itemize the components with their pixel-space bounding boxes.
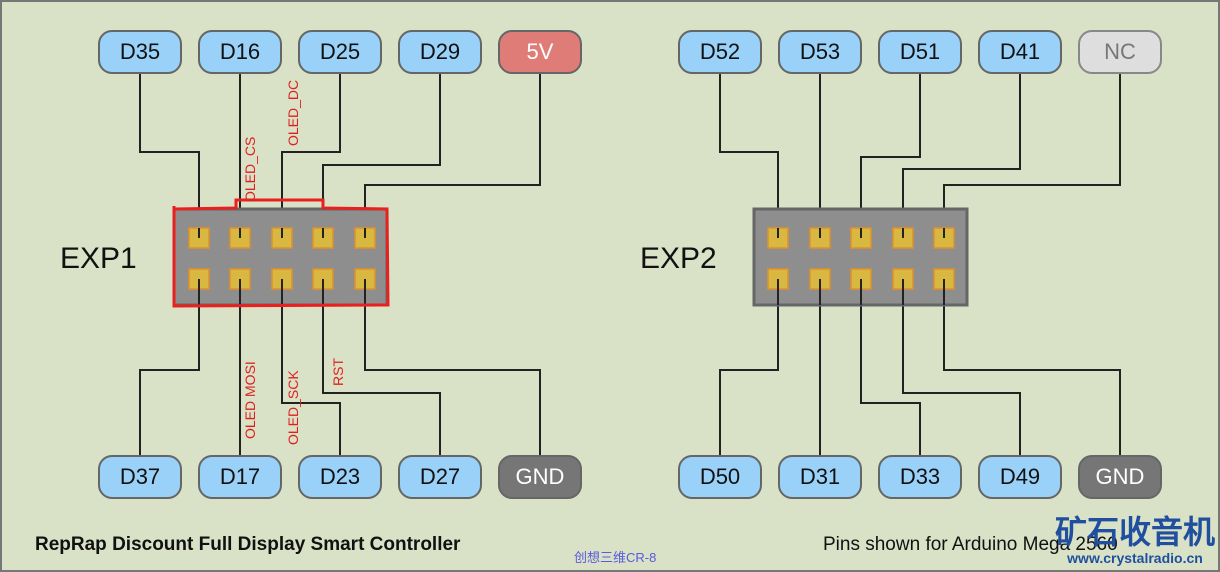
exp1-bottom-pin-d17: D17: [198, 455, 282, 499]
wire-d50: [719, 279, 779, 455]
exp1-bottom-pin-gnd: GND: [498, 455, 582, 499]
exp1-label: EXP1: [60, 242, 137, 275]
wires-exp2: [719, 74, 1121, 455]
exp1-bottom-pin-d27: D27: [398, 455, 482, 499]
exp2-bottom-pin-d31: D31: [778, 455, 862, 499]
exp1-top-pin-5v: 5V: [498, 30, 582, 74]
exp1-bottom-pin-d23: D23: [298, 455, 382, 499]
watermark-logo: 矿石收音机 www.crystalradio.cn: [1054, 514, 1215, 566]
wire-d37: [139, 279, 200, 455]
exp2-bottom-pin-d50: D50: [678, 455, 762, 499]
wire-d41: [902, 74, 1021, 238]
exp1-header: [172, 207, 389, 307]
wire-d27: [322, 279, 441, 455]
wire-d33: [860, 279, 921, 455]
exp2-top-pin-d51: D51: [878, 30, 962, 74]
wire-gnd1: [364, 279, 541, 455]
annotation-oled-cs: OLED_CS: [242, 136, 258, 202]
wire-gnd2: [943, 279, 1121, 455]
exp2-bottom-pin-d33: D33: [878, 455, 962, 499]
exp2-top-pin-d53: D53: [778, 30, 862, 74]
exp1-top-pin-d35: D35: [98, 30, 182, 74]
exp2-label: EXP2: [640, 242, 717, 275]
diagram-title: RepRap Discount Full Display Smart Contr…: [35, 534, 461, 555]
exp2-top-pin-nc: NC: [1078, 30, 1162, 74]
exp1-bottom-pin-d37: D37: [98, 455, 182, 499]
exp1-top-pin-d29: D29: [398, 30, 482, 74]
wire-d35: [139, 74, 200, 238]
annotation-oled-sck: OLED_SCK: [285, 370, 301, 445]
annotation-oled-mosi: OLED MOSI: [242, 361, 258, 439]
exp1-top-pin-d16: D16: [198, 30, 282, 74]
cr8-label: 创想三维CR-8: [574, 550, 657, 565]
wire-d49: [902, 279, 1021, 455]
board-note: Pins shown for Arduino Mega 2560: [823, 534, 1118, 555]
pads: [188, 227, 955, 305]
wire-nc: [943, 74, 1121, 238]
wire-d25: [281, 74, 341, 238]
exp2-bottom-pin-gnd: GND: [1078, 455, 1162, 499]
wires-exp1: [139, 74, 541, 455]
wire-5v: [364, 74, 541, 238]
annotation-rst: RST: [330, 358, 346, 386]
annotation-oled-dc: OLED_DC: [285, 79, 301, 146]
exp1-top-pin-d25: D25: [298, 30, 382, 74]
exp1-highlight-outline: [172, 198, 390, 308]
wire-d52: [719, 74, 779, 238]
wire-d51: [860, 74, 921, 238]
exp2-top-pin-d52: D52: [678, 30, 762, 74]
wire-d23: [281, 279, 341, 455]
exp2-top-pin-d41: D41: [978, 30, 1062, 74]
exp2-bottom-pin-d49: D49: [978, 455, 1062, 499]
